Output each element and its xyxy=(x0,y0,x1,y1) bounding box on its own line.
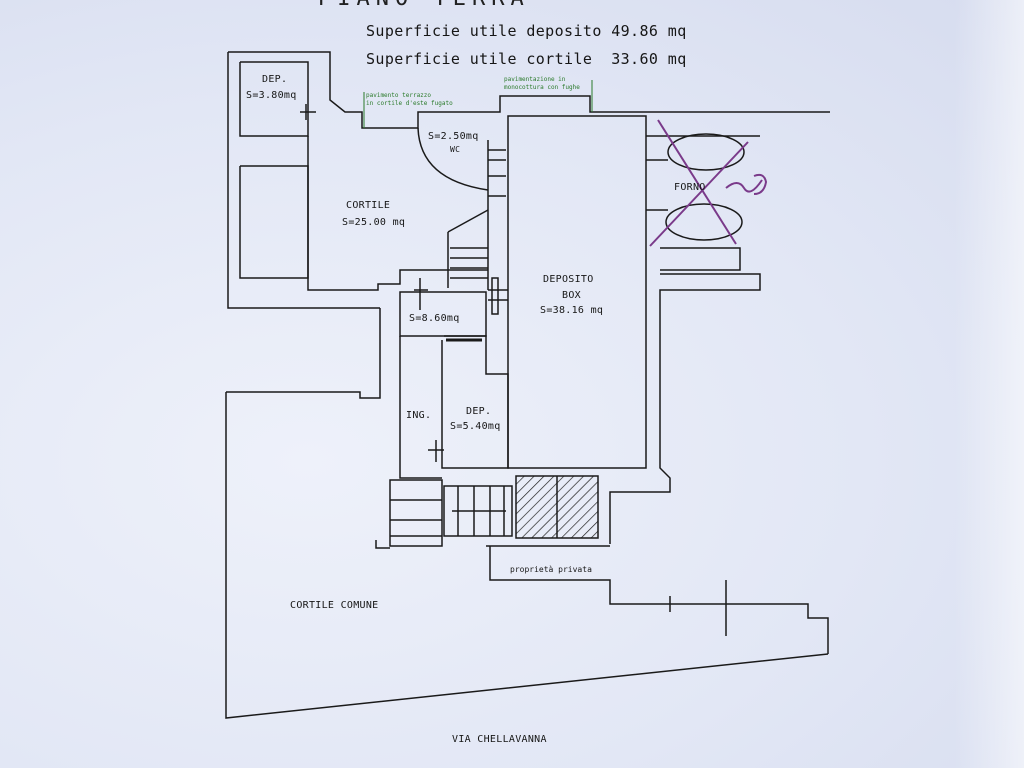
note-right-line2: monocottura con fughe xyxy=(504,84,580,91)
forno-label: FORNO xyxy=(674,182,706,193)
note-left-line2: in cortile d'este fugato xyxy=(366,100,453,107)
sheet-title-cut: PIANO TERRA xyxy=(318,0,530,11)
dep-small-label: DEP. xyxy=(262,74,288,85)
proprieta-label: proprietà privata xyxy=(510,565,592,574)
note-right-line1: pavimentazione in xyxy=(504,76,566,83)
cortile-area: S=25.00 mq xyxy=(342,217,406,228)
deposito-area: S=38.16 mq xyxy=(540,305,604,316)
note-left-line1: pavimento terrazzo xyxy=(366,92,432,99)
box-label: BOX xyxy=(562,290,581,301)
side-room xyxy=(239,165,309,279)
deposito-box-room xyxy=(507,115,647,469)
dep-5-area: S=5.40mq xyxy=(450,421,501,432)
summary-cortile: Superficie utile cortile 33.60 mq xyxy=(366,50,687,68)
forno-strike-marks xyxy=(649,119,768,247)
deposito-label: DEPOSITO xyxy=(543,274,594,285)
street-label: VIA CHELLAVANNA xyxy=(452,734,547,745)
dep-small-area: S=3.80mq xyxy=(246,90,297,101)
cortile-comune-label: CORTILE COMUNE xyxy=(290,600,379,611)
dep-5-label: DEP. xyxy=(466,406,492,417)
cortile-label: CORTILE xyxy=(346,200,391,211)
summary-deposito: Superficie utile deposito 49.86 mq xyxy=(366,22,687,40)
wc-area: S=2.50mq xyxy=(428,131,479,142)
ing-label: ING. xyxy=(406,410,432,421)
disimpegno-area: S=8.60mq xyxy=(409,313,460,324)
wc-label: WC xyxy=(450,145,461,154)
